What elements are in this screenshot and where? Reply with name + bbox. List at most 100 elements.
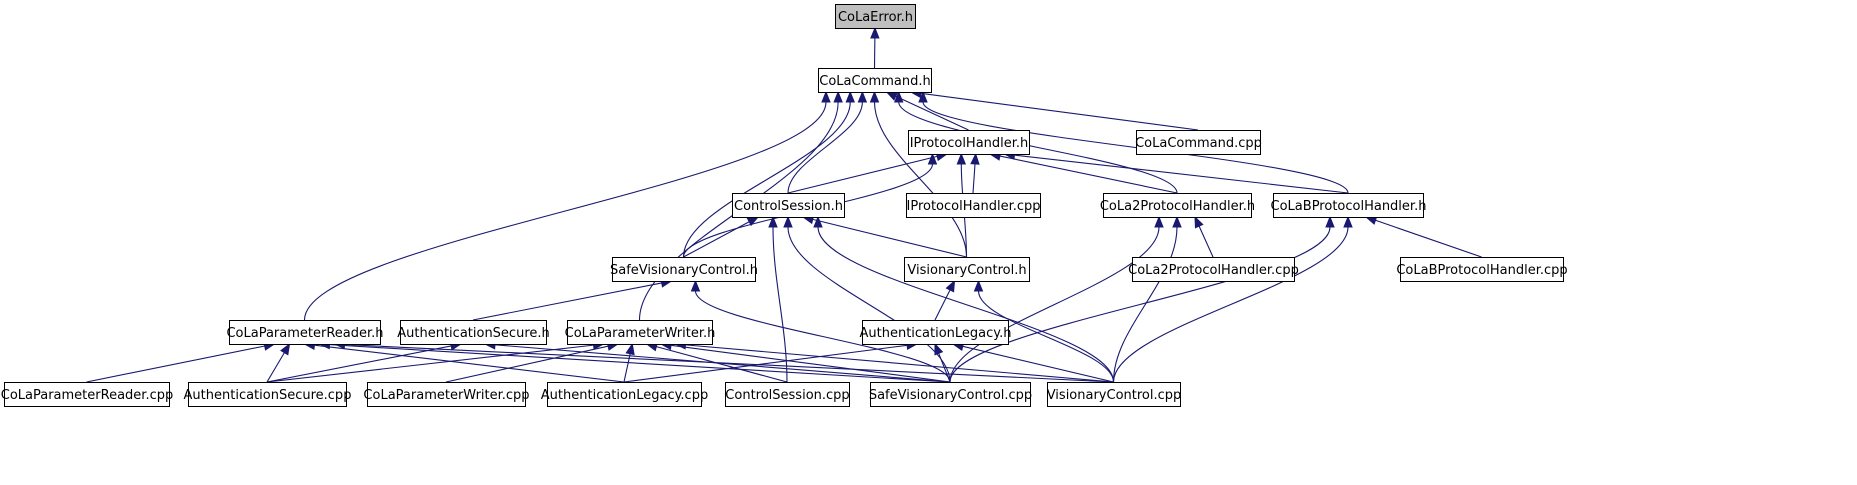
node-box[interactable] [1273,193,1424,218]
edge-line [972,163,976,194]
edge-line [682,101,851,258]
arrowhead-icon [1172,215,1182,228]
edge-co-la-bprotocol-handler-h-to-co-la-command-h [918,90,1349,194]
arrowhead-icon [833,90,843,103]
edge-visionary-control-cpp-to-control-session-h [813,215,1115,383]
arrowhead-icon [973,279,984,292]
node-co-la-error-h[interactable]: CoLaError.h [835,4,916,29]
arrowhead-icon [934,342,944,356]
edge-line [656,346,788,383]
node-authentication-legacy-h[interactable]: AuthenticationLegacy.h [859,320,1012,345]
node-box[interactable] [732,193,845,218]
node-co-la-parameter-reader-cpp[interactable]: CoLaParameterReader.cpp [1,382,173,407]
arrowhead-icon [869,90,880,103]
edge-co-la2-protocol-handler-h-to-iprotocol-handler-h [988,151,1178,194]
node-box[interactable] [818,68,932,93]
arrowhead-icon [783,215,793,228]
node-label: CoLa2ProtocolHandler.h [1100,199,1255,214]
node-box[interactable] [4,382,170,407]
node-co-la-bprotocol-handler-h[interactable]: CoLaBProtocolHandler.h [1271,193,1427,218]
node-box[interactable] [1400,257,1564,282]
node-label: IProtocolHandler.cpp [907,199,1041,214]
node-co-la-parameter-writer-h[interactable]: CoLaParameterWriter.h [565,320,716,345]
edge-safe-visionary-control-h-to-control-session-h [683,216,760,258]
edge-control-session-cpp-to-control-session-h [768,215,788,383]
node-box[interactable] [870,382,1031,407]
edge-safe-visionary-control-cpp-to-authentication-legacy-h [934,342,951,383]
edge-line [266,344,594,383]
edge-visionary-control-h-to-control-session-h [801,214,967,258]
node-visionary-control-h[interactable]: VisionaryControl.h [904,257,1030,282]
node-box[interactable] [725,382,850,407]
node-co-la-bprotocol-handler-cpp[interactable]: CoLaBProtocolHandler.cpp [1396,257,1568,282]
arrowhead-icon [1194,215,1204,229]
arrowhead-icon [845,90,855,103]
node-box[interactable] [188,382,347,407]
node-label: VisionaryControl.cpp [1047,388,1182,403]
node-iprotocol-handler-h[interactable]: IProtocolHandler.h [908,130,1030,155]
node-control-session-cpp[interactable]: ControlSession.cpp [725,382,850,407]
node-box[interactable] [367,382,526,407]
edge-authentication-secure-cpp-to-co-la-parameter-reader-h [266,342,291,383]
node-safe-visionary-control-cpp[interactable]: SafeVisionaryControl.cpp [869,382,1032,407]
node-label: ControlSession.cpp [725,388,849,403]
node-visionary-control-cpp[interactable]: VisionaryControl.cpp [1047,382,1182,407]
node-box[interactable] [908,130,1030,155]
node-co-la-parameter-writer-cpp[interactable]: CoLaParameterWriter.cpp [363,382,530,407]
edge-line [787,226,951,383]
node-control-session-h[interactable]: ControlSession.h [732,193,845,218]
edge-line [472,282,662,321]
arrowhead-icon [1343,215,1353,228]
node-box[interactable] [1047,382,1181,407]
node-box[interactable] [904,257,1030,282]
node-box[interactable] [612,257,756,282]
edge-visionary-control-cpp-to-co-la-bprotocol-handler-h [1112,215,1353,383]
node-safe-visionary-control-h[interactable]: SafeVisionaryControl.h [610,257,758,282]
node-label: CoLaError.h [838,10,913,25]
node-authentication-secure-cpp[interactable]: AuthenticationSecure.cpp [184,382,352,407]
node-iprotocol-handler-cpp[interactable]: IProtocolHandler.cpp [906,193,1041,218]
node-box[interactable] [1103,193,1252,218]
node-box[interactable] [567,320,713,345]
edge-line [817,226,1115,383]
node-box[interactable] [906,193,1041,218]
node-box[interactable] [400,320,547,345]
arrowhead-icon [625,342,635,356]
edge-line [685,344,1114,383]
node-authentication-secure-h[interactable]: AuthenticationSecure.h [397,320,550,345]
node-co-la2-protocol-handler-h[interactable]: CoLa2ProtocolHandler.h [1100,193,1255,218]
node-box[interactable] [862,320,1009,345]
edge-line [694,290,951,383]
arrowhead-icon [690,279,701,292]
edge-line [787,101,863,194]
edge-line [949,226,1331,383]
edge-authentication-secure-h-to-safe-visionary-control-h [472,278,673,321]
arrowhead-icon [927,152,938,165]
arrowhead-icon [945,279,956,293]
node-box[interactable] [1136,130,1261,155]
node-box[interactable] [835,4,916,29]
node-box[interactable] [547,382,702,407]
node-label: SafeVisionaryControl.cpp [869,388,1032,403]
node-co-la-command-cpp[interactable]: CoLaCommand.cpp [1135,130,1262,155]
edge-co-la-bprotocol-handler-cpp-to-co-la-bprotocol-handler-h [1364,215,1482,258]
edge-line [977,290,1115,383]
nodes-layer: CoLaError.hCoLaCommand.hIProtocolHandler… [1,4,1568,407]
edge-co-la-command-cpp-to-co-la-command-h [909,88,1199,131]
edge-authentication-legacy-h-to-visionary-control-h [934,279,956,321]
edge-line [266,352,285,383]
node-co-la-parameter-reader-h[interactable]: CoLaParameterReader.h [226,320,384,345]
edge-co-la-command-h-to-co-la-error-h [870,26,880,69]
edge-line [999,155,1178,194]
node-box[interactable] [1132,257,1295,282]
node-co-la-command-h[interactable]: CoLaCommand.h [818,68,932,93]
node-label: AuthenticationLegacy.h [859,326,1011,341]
node-label: CoLaBProtocolHandler.h [1271,199,1427,214]
arrowhead-icon [970,152,980,165]
node-box[interactable] [229,320,381,345]
arrowhead-icon [918,90,928,103]
node-authentication-legacy-cpp[interactable]: AuthenticationLegacy.cpp [541,382,708,407]
edge-line [670,344,951,383]
edge-line [683,221,750,258]
node-co-la2-protocol-handler-cpp[interactable]: CoLa2ProtocolHandler.cpp [1128,257,1299,282]
